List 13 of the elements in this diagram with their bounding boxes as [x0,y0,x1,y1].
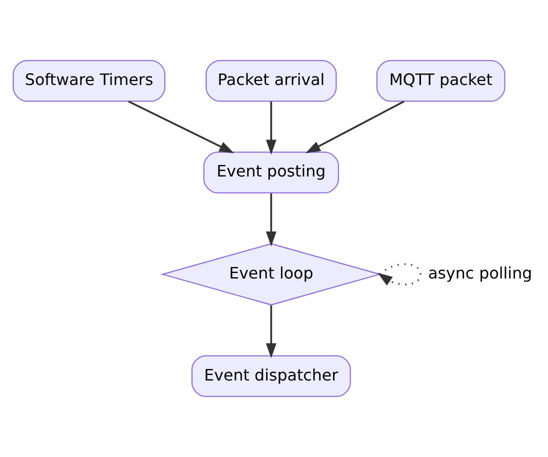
arrow [266,101,276,155]
node-box: Packet arrival [206,60,337,102]
node-box: Software Timers [12,60,166,102]
node-box: Event dispatcher [191,355,351,398]
node-box: MQTT packet [376,60,506,102]
edge-label: async polling [428,263,532,282]
arrow [266,193,276,246]
arrow [378,263,422,286]
arrow [128,100,234,154]
node-diamond: Event loop [160,243,382,306]
arrow [266,305,276,358]
arrow [305,100,404,154]
node-box: Event posting [203,152,340,194]
